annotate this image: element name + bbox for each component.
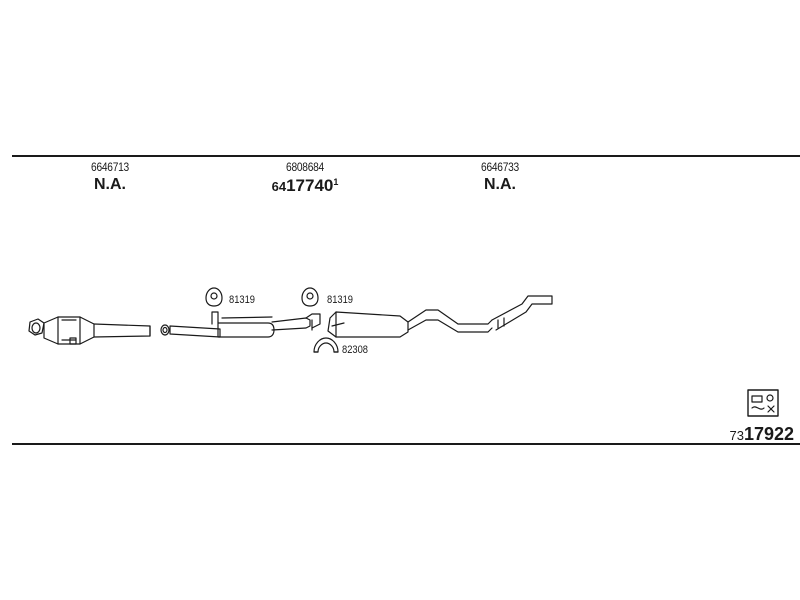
- column-rear-silencer: 6646733 N.A.: [440, 160, 560, 194]
- part-code-main: 17740: [286, 176, 334, 195]
- availability-status: N.A.: [94, 176, 126, 193]
- hanger-1-icon: [205, 287, 223, 307]
- clamp-label: 82308: [342, 344, 369, 356]
- part-number: 6646733: [481, 160, 519, 174]
- catalytic-converter: [28, 316, 151, 345]
- part-number: 6646713: [91, 160, 129, 174]
- rear-silencer: [327, 295, 553, 338]
- fitting-kit-icon: [747, 389, 779, 417]
- hanger-1-label: 81319: [229, 294, 256, 306]
- part-code: 64177401: [245, 176, 365, 196]
- part-code-prefix: 64: [271, 179, 287, 194]
- reference-prefix: 73: [729, 428, 744, 443]
- part-code-suffix: 1: [333, 177, 339, 187]
- bottom-rule: [12, 443, 800, 445]
- hanger-2-icon: [301, 287, 319, 307]
- top-rule: [12, 155, 800, 157]
- hanger-2-label: 81319: [327, 294, 354, 306]
- availability-status: N.A.: [484, 176, 516, 193]
- part-number: 6808684: [286, 160, 324, 174]
- column-catalyst: 6646713 N.A.: [50, 160, 170, 194]
- column-middle-silencer: 6808684 64177401: [245, 160, 365, 196]
- flange-ring: [160, 324, 170, 336]
- reference-number: 7317922: [729, 424, 794, 445]
- middle-silencer: [169, 311, 321, 338]
- reference-main: 17922: [743, 424, 794, 444]
- clamp-icon: [313, 337, 339, 353]
